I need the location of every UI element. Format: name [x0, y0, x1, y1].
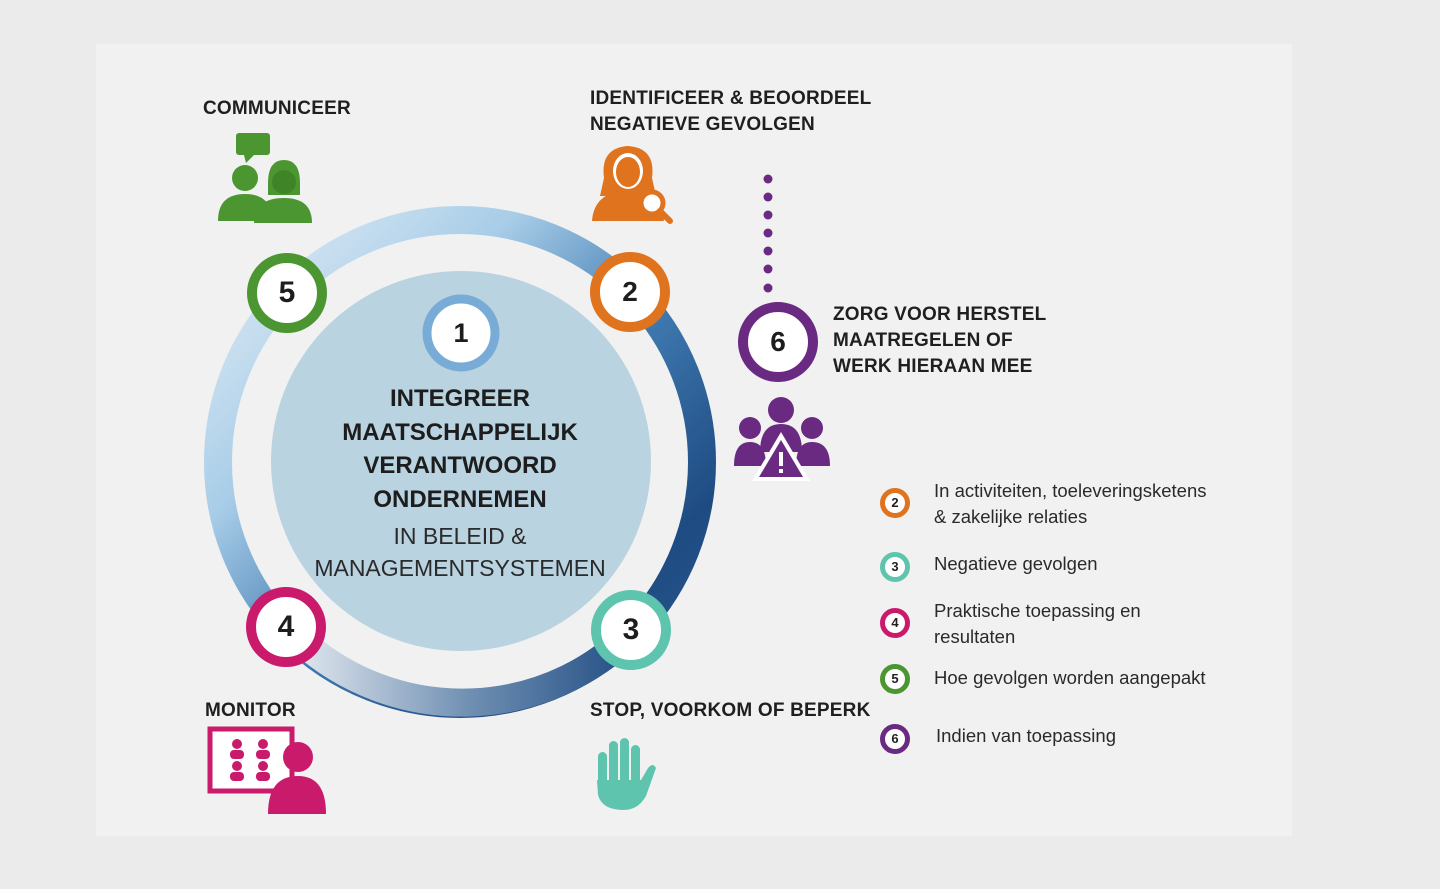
- center-subtitle: IN BELEID & MANAGEMENTSYSTEMEN: [290, 520, 630, 584]
- center-subtitle-line: IN BELEID &: [393, 523, 527, 549]
- center-subtitle-line: MANAGEMENTSYSTEMEN: [314, 555, 606, 581]
- step-6-badge: [738, 302, 818, 382]
- center-title-line: MAATSCHAPPELIJK: [342, 418, 578, 446]
- person-magnifier-icon: [592, 146, 673, 224]
- legend-badge-4: 4: [880, 608, 910, 638]
- legend-text-4: Praktische toepassing en resultaten: [934, 598, 1234, 650]
- legend-text-line: & zakelijke relaties: [934, 506, 1088, 527]
- step-3-badge: [591, 590, 671, 670]
- monitor-person-icon: [207, 726, 326, 814]
- stop-hand-icon: [597, 738, 656, 810]
- step-1-number: 1: [453, 318, 469, 348]
- legend-text-line: resultaten: [934, 626, 1016, 647]
- step-4-badge: [246, 587, 326, 667]
- legend-text-line: In activiteiten, toeleveringsketens: [934, 480, 1207, 501]
- step-3-label: STOP, VOORKOM OF BEPERK: [590, 700, 871, 721]
- step-3-number: 3: [622, 613, 640, 646]
- legend-badge-3: 3: [880, 552, 910, 582]
- step-6-label-line: MAATREGELEN OF: [833, 330, 1013, 351]
- center-disc: [271, 271, 651, 651]
- step-2-badge: [590, 252, 670, 332]
- step-6-number: 6: [770, 326, 786, 357]
- step-5-badge: [247, 253, 327, 333]
- center-title-line: INTEGREER: [389, 385, 530, 412]
- step-6-label-line: WERK HIERAAN MEE: [833, 356, 1033, 377]
- center-title-line: VERANTWOORD: [363, 452, 557, 479]
- step-5-label: COMMUNICEER: [203, 98, 351, 119]
- legend-text-line: Praktische toepassing en: [934, 600, 1141, 621]
- step-2-label: IDENTIFICEER & BEOORDEEL NEGATIEVE GEVOL…: [590, 86, 871, 138]
- cycle-ring-bottom: [290, 615, 651, 717]
- step-2-label-line: NEGATIEVE GEVOLGEN: [590, 114, 815, 135]
- group-warning-icon: [734, 397, 830, 481]
- step-6-label: ZORG VOOR HERSTEL MAATREGELEN OF WERK HI…: [833, 302, 1046, 380]
- legend-text-6: Indien van toepassing: [936, 723, 1236, 749]
- center-title: INTEGREER MAATSCHAPPELIJK VERANTWOORD ON…: [290, 382, 630, 516]
- legend-badge-5: 5: [880, 664, 910, 694]
- step-6-dotted-connector: [763, 174, 773, 293]
- step-4-number: 4: [277, 610, 295, 643]
- people-speech-icon: [218, 133, 312, 223]
- legend-text-3: Negatieve gevolgen: [934, 551, 1234, 577]
- step-4-label: MONITOR: [205, 700, 296, 721]
- legend-text-2: In activiteiten, toeleveringsketens & za…: [934, 478, 1234, 530]
- legend-badge-2: 2: [880, 488, 910, 518]
- legend-text-5: Hoe gevolgen worden aangepakt: [934, 665, 1234, 691]
- step-2-number: 2: [622, 276, 638, 307]
- step-6-label-line: ZORG VOOR HERSTEL: [833, 304, 1047, 325]
- legend-text-line: Indien van toepassing: [936, 725, 1116, 746]
- center-title-line: ONDERNEMEN: [373, 485, 547, 513]
- step-5-number: 5: [278, 276, 296, 309]
- legend-badge-6: 6: [880, 724, 910, 754]
- legend-text-line: Negatieve gevolgen: [934, 553, 1098, 574]
- step-2-label-line: IDENTIFICEER & BEOORDEEL: [590, 88, 872, 109]
- legend-text-line: Hoe gevolgen worden aangepakt: [934, 667, 1206, 688]
- step-1-badge: [422, 294, 500, 372]
